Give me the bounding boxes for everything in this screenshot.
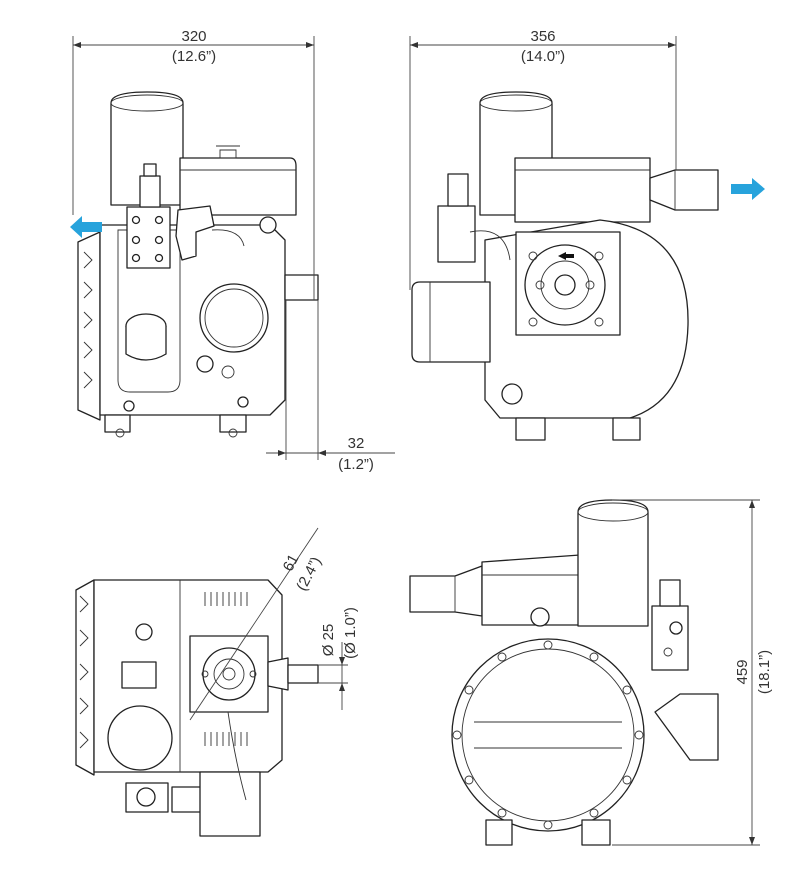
dim-shaft-diameter-imperial: (Ø 1.0”) (342, 607, 359, 659)
view-front (70, 91, 319, 438)
outlet-arrow-left (70, 216, 102, 238)
dim-height-metric: 459 (734, 659, 751, 684)
dim-shaft-length-metric: 32 (348, 435, 365, 452)
view-side (411, 91, 765, 441)
dim-width-front-metric: 320 (181, 28, 206, 45)
dim-width-side-imperial: (14.0”) (521, 48, 565, 65)
dim-flange-offset: 61 (2.4”) (280, 552, 325, 594)
dim-shaft-length: 32 (1.2”) (266, 300, 395, 473)
view-top (75, 527, 319, 837)
dim-height: 459 (18.1”) (612, 499, 773, 846)
dim-flange-offset-metric: 61 (280, 552, 303, 575)
dim-width-front-imperial: (12.6”) (172, 48, 216, 65)
dim-width-front: 320 (12.6”) (72, 28, 315, 300)
dim-height-imperial: (18.1”) (756, 650, 773, 694)
dim-width-side: 356 (14.0”) (409, 28, 677, 290)
dim-width-side-metric: 356 (530, 28, 555, 45)
dim-shaft-diameter-metric: Ø 25 (320, 624, 337, 657)
dim-shaft-length-imperial: (1.2”) (338, 456, 374, 473)
dim-shaft-diameter: Ø 25 (Ø 1.0”) (318, 607, 359, 710)
view-rear (409, 499, 719, 846)
inlet-arrow-right (731, 178, 765, 200)
